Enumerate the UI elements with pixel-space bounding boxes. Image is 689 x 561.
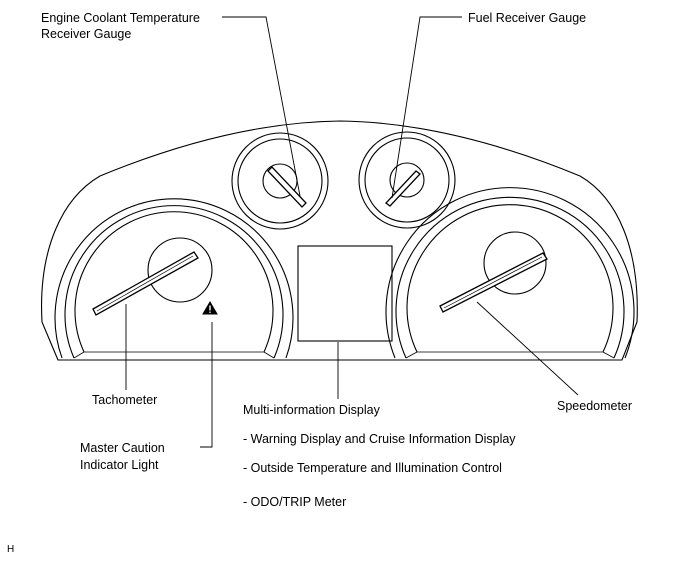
label-master-caution-line2: Indicator Light [80,458,159,472]
label-engine-coolant-line2: Receiver Gauge [41,27,132,41]
feature-outside-temperature: - Outside Temperature and Illumination C… [243,461,502,475]
leader-master-caution [200,322,213,448]
label-engine-coolant-line1: Engine Coolant Temperature [41,11,200,25]
leader-engine-coolant [222,16,301,197]
feature-odo-trip: - ODO/TRIP Meter [243,495,347,509]
label-fuel: Fuel Receiver Gauge [468,11,587,25]
label-tachometer: Tachometer [92,393,158,407]
fuel-hub [389,162,425,198]
tachometer-hub [147,237,213,303]
fuel-gauge [358,131,456,229]
cluster-housing [41,120,638,361]
fuel-needle [385,170,421,207]
label-multi-information-display: Multi-information Display [243,403,380,417]
corner-mark: H [7,544,15,555]
feature-warning-cruise: - Warning Display and Cruise Information… [243,432,516,446]
coolant-temperature-gauge [231,132,329,230]
leader-lines [125,16,579,448]
leader-fuel [391,16,462,199]
label-speedometer: Speedometer [557,399,633,413]
warning-triangle-icon [202,301,218,315]
label-master-caution-line1: Master Caution [80,441,165,455]
multi-information-display-screen [297,245,393,342]
speedometer-hub [483,231,547,295]
tachometer-gauge [54,198,294,359]
leader-speedometer [476,301,579,396]
coolant-needle [267,166,307,208]
speedometer-gauge [385,187,635,359]
